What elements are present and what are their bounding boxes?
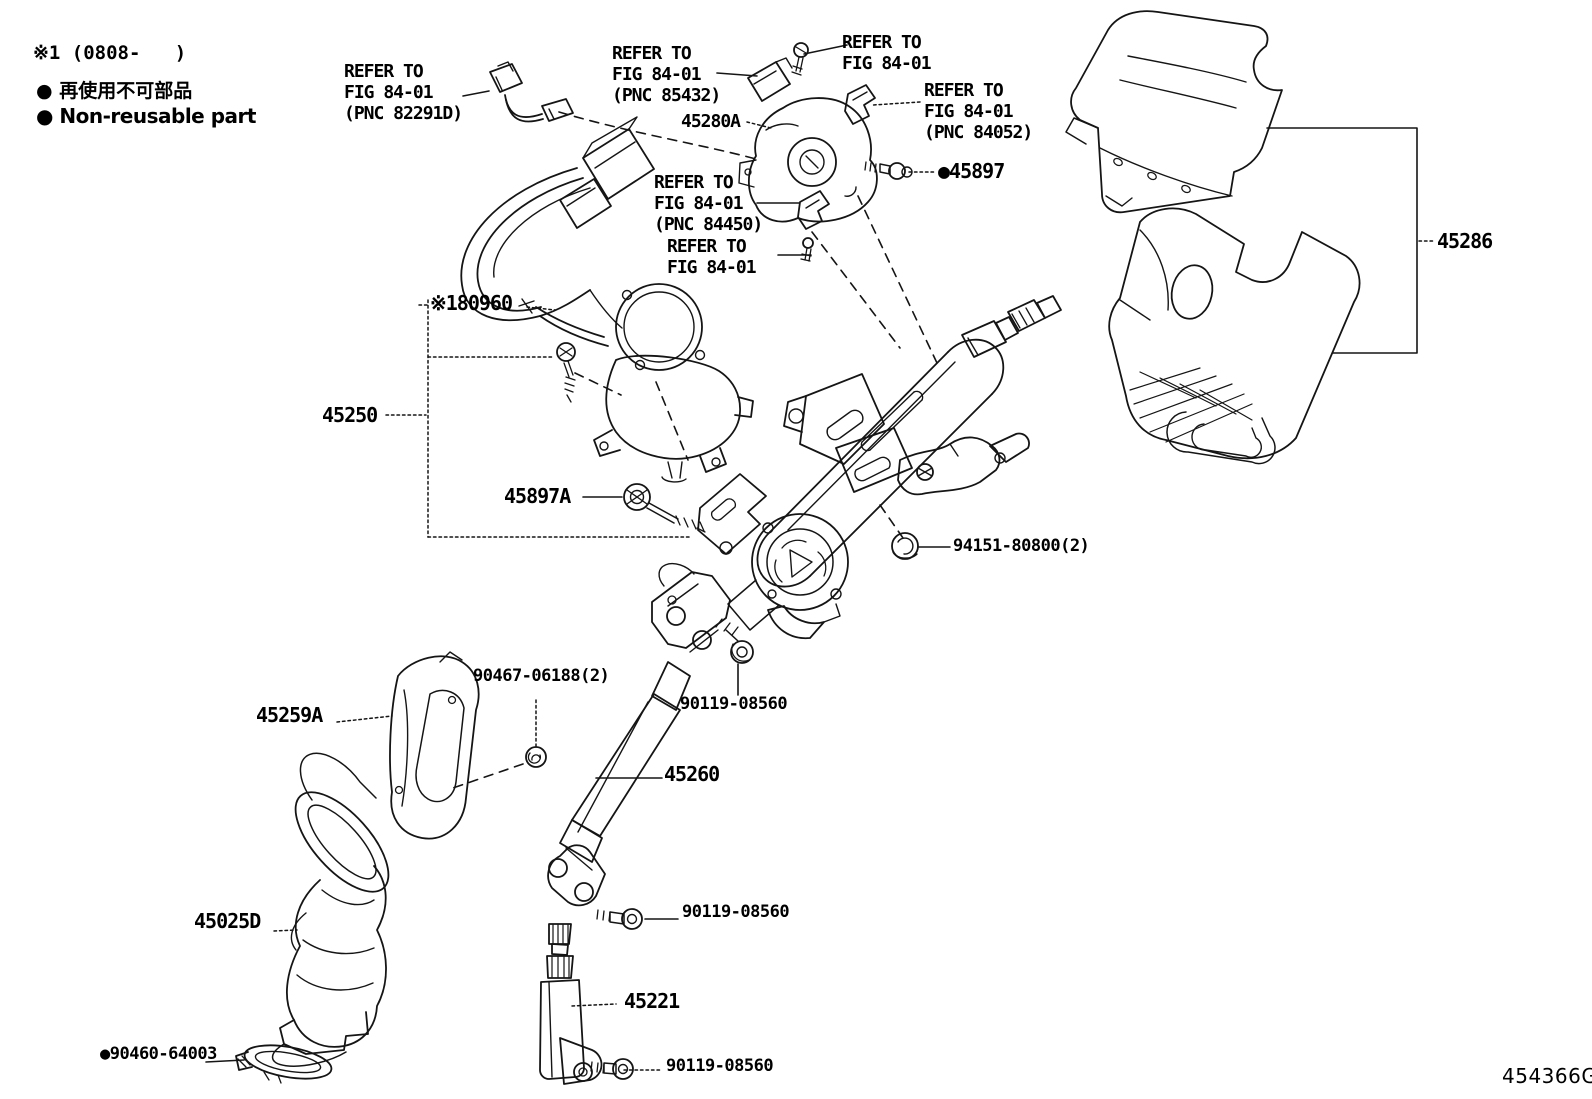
refer-note-fig8401-mid: REFER TO FIG 84-01 [667, 236, 757, 278]
part-label-94151: 94151-80800(2) [953, 536, 1090, 556]
part-label-45286: 45286 [1437, 229, 1493, 253]
drawing-code: 454366G [1502, 1064, 1592, 1088]
legend-revision-note: ※1 (0808- ) [33, 42, 187, 64]
bracket-45250 [428, 300, 690, 537]
refer-note-pnc-85432: REFER TO FIG 84-01 (PNC 85432) [612, 43, 721, 106]
part-label-180960: ※180960 [430, 291, 513, 315]
part-label-45250: 45250 [322, 403, 378, 427]
leader-lines-dotted [274, 102, 1433, 1070]
column-hole-cover-art [390, 652, 479, 839]
part-label-90119-mid: 90119-08560 [680, 694, 788, 714]
part-label-90467: 90467-06188(2) [473, 666, 610, 686]
sliding-yoke-art [540, 924, 602, 1084]
part-label-90119-low: 90119-08560 [682, 902, 790, 922]
dust-boot-art [273, 753, 405, 1066]
key-lock-housing-art [739, 43, 877, 261]
leader-lines-solid [206, 45, 950, 1062]
grommet-94151-art [892, 533, 918, 559]
part-label-45259a: 45259A [256, 703, 323, 727]
bolt-90119-mid-art [716, 619, 753, 663]
part-label-45280a: 45280A [681, 111, 741, 132]
bolt-45897a-art [624, 484, 705, 532]
refer-note-pnc-82291d: REFER TO FIG 84-01 (PNC 82291D) [344, 61, 463, 124]
part-label-90460: ●90460-64003 [100, 1044, 217, 1064]
construction-dashes [450, 112, 937, 789]
legend-nonreusable-jp: ● 再使用不可部品 [36, 80, 193, 102]
refer-note-fig8401-top: REFER TO FIG 84-01 [842, 32, 932, 74]
pigtail-connector-art [490, 62, 573, 122]
part-label-45897: ●45897 [938, 159, 1005, 183]
refer-note-pnc-84052: REFER TO FIG 84-01 (PNC 84052) [924, 80, 1033, 143]
part-label-45025d: 45025D [194, 909, 261, 933]
part-label-45260: 45260 [664, 762, 720, 786]
grommet-90467-art [526, 747, 546, 767]
part-label-45221: 45221 [624, 989, 680, 1013]
part-label-90119-bot: 90119-08560 [666, 1056, 774, 1076]
screw-45897-art [865, 162, 912, 179]
steering-column-art [698, 296, 1061, 638]
bracket-45286 [1267, 128, 1417, 353]
refer-note-pnc-84450: REFER TO FIG 84-01 (PNC 84450) [654, 172, 763, 235]
bolt-90119-low-art [597, 909, 642, 929]
intermediate-shaft-art [548, 564, 730, 906]
part-label-45897a: 45897A [504, 484, 571, 508]
column-covers-art [1066, 11, 1360, 463]
harness-motor-art [461, 117, 753, 482]
legend-nonreusable-en: ● Non-reusable part [36, 104, 256, 128]
bolt-90119-bot-art [591, 1059, 633, 1079]
